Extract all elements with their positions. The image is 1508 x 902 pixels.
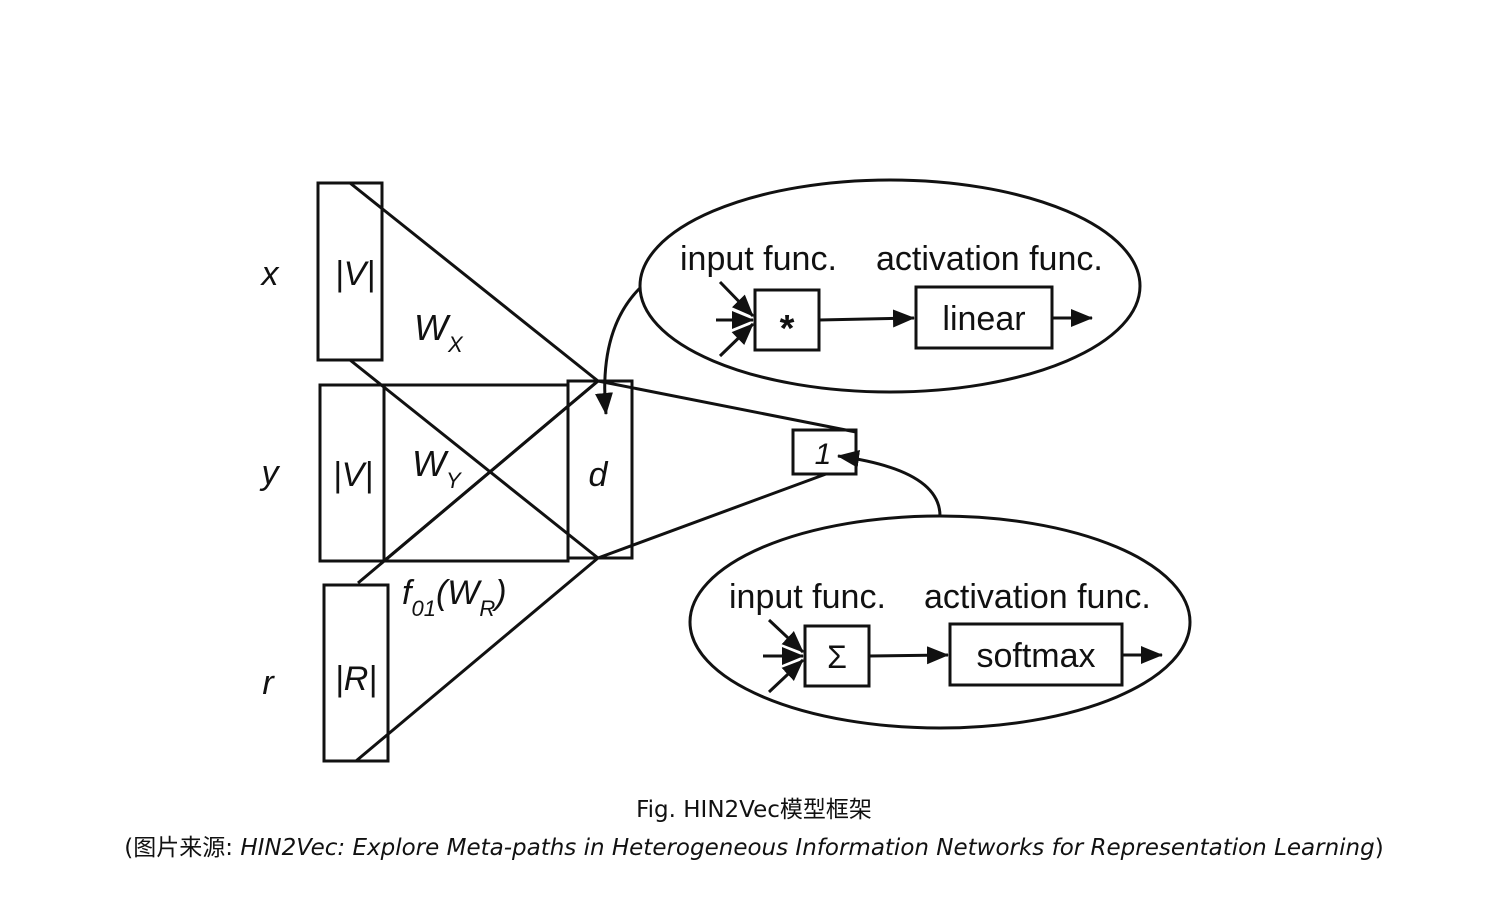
vocab-x-label: |V| — [335, 255, 375, 293]
top-input-op: * — [780, 308, 795, 350]
top-unit-to-d-arrow — [595, 286, 642, 415]
top-activation-func-label: activation func. — [876, 240, 1103, 278]
top-activation-name: linear — [942, 300, 1025, 338]
source-open: (图片来源: — [124, 835, 241, 861]
top-input-func-label: input func. — [680, 240, 837, 278]
top-in-arrow-3 — [718, 322, 755, 358]
row-label-r: r — [262, 664, 275, 702]
bottom-input-func-label: input func. — [729, 578, 886, 616]
figure-source: (图片来源: HIN2Vec: Explore Meta-paths in He… — [0, 828, 1508, 862]
wx-line-bottom — [349, 358, 599, 560]
bottom-activation-name: softmax — [976, 637, 1095, 675]
bottom-op-to-act-arrow — [868, 646, 949, 665]
weight-x-label: WX — [414, 307, 464, 357]
top-unit-ellipse — [638, 178, 1142, 394]
row-label-x: x — [260, 255, 280, 293]
vocab-r-label: |R| — [335, 660, 377, 698]
source-title: HIN2Vec: Explore Meta-paths in Heterogen… — [240, 835, 1375, 861]
hin2vec-diagram: x y r |V| |V| |R| WX WY f01(WR) d 1 inpu… — [260, 178, 1192, 763]
vocab-y-label: |V| — [333, 456, 373, 494]
weight-r-label: f01(WR) — [402, 574, 507, 621]
bottom-input-op: Σ — [827, 639, 847, 675]
d-to-out-top — [597, 379, 857, 434]
source-close: ) — [1374, 835, 1384, 861]
weight-y-label: WY — [412, 443, 462, 493]
wy-cross-2 — [357, 379, 599, 585]
wr-line — [355, 556, 599, 763]
bottom-unit-ellipse — [688, 514, 1192, 730]
row-label-y: y — [260, 454, 281, 492]
d-to-out-bottom — [597, 472, 827, 560]
top-in-arrow-1 — [718, 280, 755, 318]
bottom-unit-to-output-arrow — [837, 449, 942, 517]
wx-line-top — [349, 181, 599, 383]
figure-caption: Fig. HIN2Vec模型框架 — [636, 797, 872, 823]
output-label: 1 — [815, 438, 832, 471]
bottom-in-arrow-3 — [767, 658, 805, 694]
bottom-in-arrow-1 — [767, 618, 805, 654]
hidden-d-label: d — [589, 456, 609, 494]
bottom-activation-func-label: activation func. — [924, 578, 1151, 616]
top-op-to-act-arrow — [818, 309, 915, 328]
